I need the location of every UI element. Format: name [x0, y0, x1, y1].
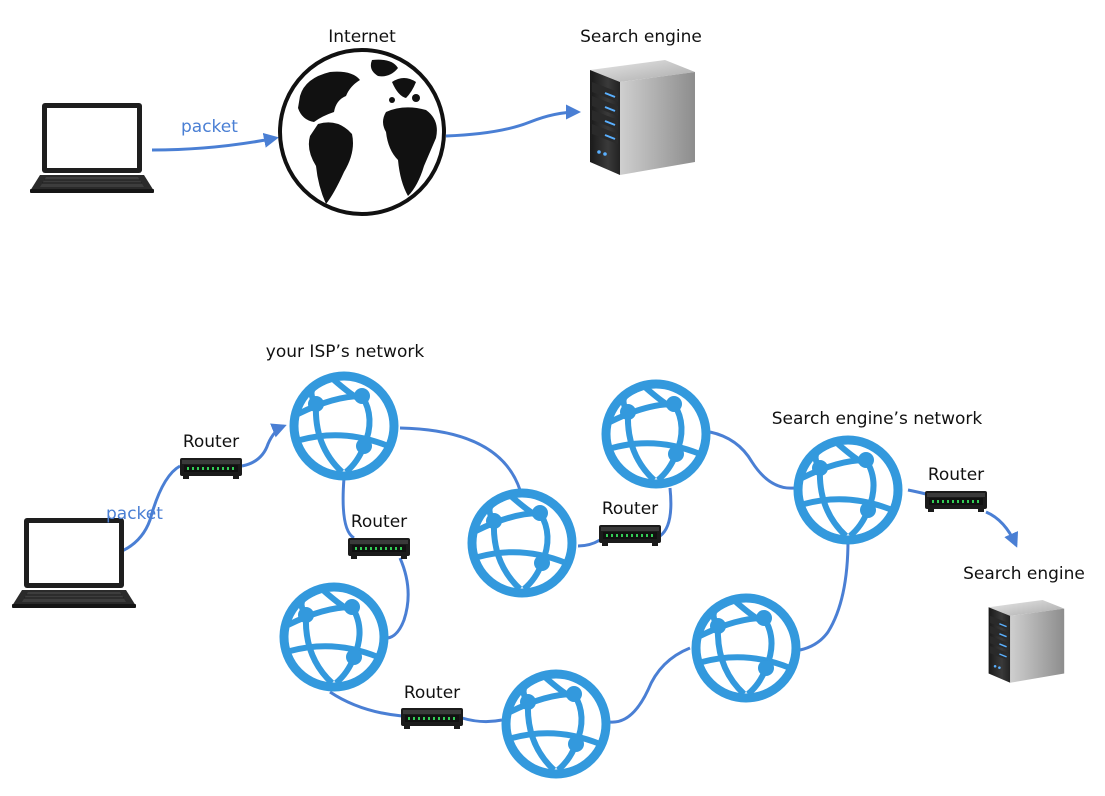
network-links — [107, 423, 1019, 724]
search-engine-network-label: Search engine’s network — [772, 409, 983, 429]
router-label-1: Router — [183, 432, 239, 452]
packet-arrow — [151, 132, 279, 152]
server-icon — [589, 59, 696, 176]
network-globe-icon — [506, 674, 606, 774]
router-label-3: Router — [404, 683, 460, 703]
network-globe-icon — [284, 587, 384, 687]
packet-label-bottom: packet — [106, 504, 163, 524]
network-globe-icon — [696, 598, 796, 698]
search-engine-label-top: Search engine — [580, 27, 702, 47]
network-globe-icon — [294, 376, 394, 476]
router-label-2: Router — [351, 512, 407, 532]
router-icon — [180, 458, 242, 479]
packet-label: packet — [181, 117, 238, 137]
router-label-4: Router — [602, 499, 658, 519]
network-globe-icon — [606, 384, 706, 484]
router-icon — [401, 708, 463, 729]
isp-network-label: your ISP’s network — [266, 342, 425, 362]
network-globe-icon — [798, 440, 898, 540]
internet-to-server-arrow — [445, 104, 581, 138]
server-icon — [987, 599, 1065, 684]
laptop-icon-bottom — [11, 517, 137, 609]
laptop-icon — [29, 102, 155, 194]
internet-label: Internet — [328, 27, 396, 47]
bottom-diagram: packet Router Router Router Router Route… — [11, 342, 1085, 774]
router-icon — [599, 525, 661, 546]
router-icon — [925, 491, 987, 512]
search-engine-label-bottom: Search engine — [963, 564, 1085, 584]
network-globe-icon — [472, 493, 572, 593]
top-diagram: packet Internet Search engine — [29, 27, 702, 216]
globe-icon — [278, 48, 446, 216]
router-icon — [348, 538, 410, 559]
router-label-5: Router — [928, 465, 984, 485]
